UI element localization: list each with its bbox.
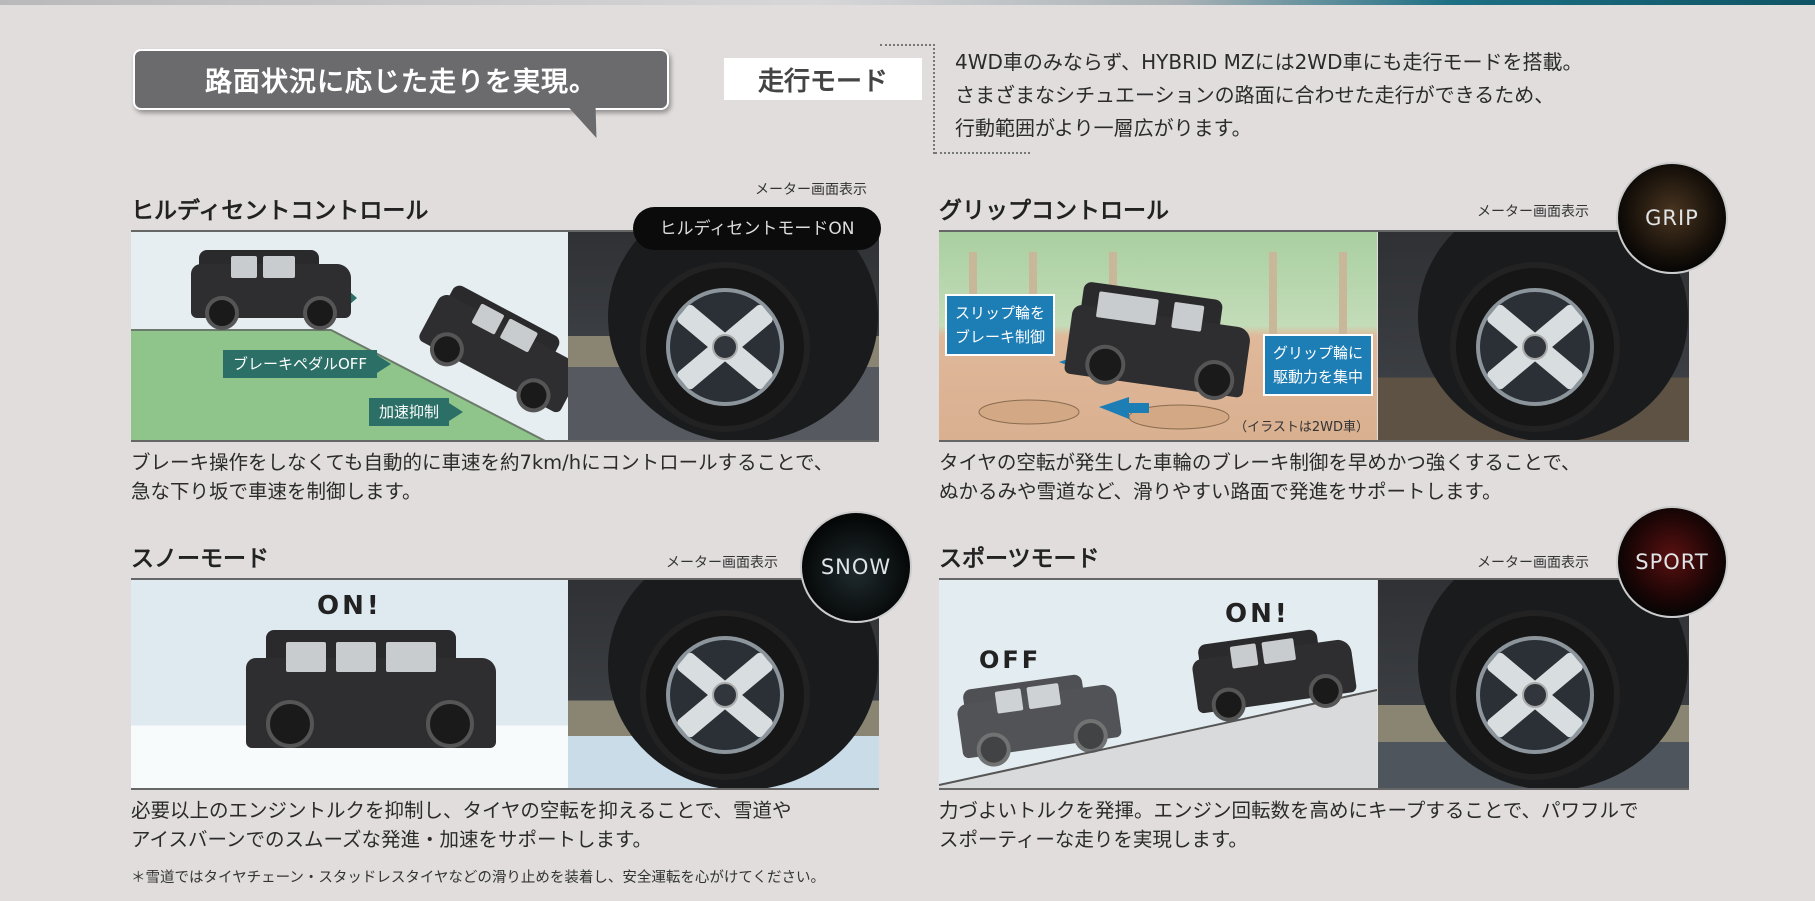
wheel-photo [1378,580,1689,788]
section-title-hill-descent: ヒルディセントコントロール [131,198,429,224]
meter-label: メーター画面表示 [666,555,778,571]
meter-display-hill-descent: ヒルディセントモードON [633,207,881,250]
meter-display-snow: SNOW [800,511,912,623]
description-grip-control: タイヤの空転が発生した車輪のブレーキ制御を早めかつ強くすることで、ぬかるみや雪道… [939,448,1581,506]
panel-sport-mode: ON! OFF [939,578,1689,790]
top-banner-strip [0,0,1815,5]
off-label: OFF [979,646,1042,674]
callout-tail [567,106,611,138]
wheel-photo [568,232,879,440]
panel-grip-control: スリップ輪をブレーキ制御 グリップ輪に駆動力を集中 （イラストは2WD車） [939,230,1689,442]
intro-line: 行動範囲がより一層広がります。 [955,116,1252,140]
illustration-note: （イラストは2WD車） [1234,420,1369,435]
footnote: ＊雪道ではタイヤチェーン・スタッドレスタイヤなどの滑り止めを装着し、安全運転を心… [131,870,825,886]
intro-description: 4WD車のみならず、HYBRID MZには2WD車にも走行モードを搭載。 さまざ… [955,46,1583,145]
description-line: 必要以上のエンジントルクを抑制し、タイヤの空転を抑えることで、雪道や [131,799,792,822]
panel-hill-descent: ブレーキペダルOFF 加速抑制 [131,230,879,442]
tag-grip-wheel-drive: グリップ輪に駆動力を集中 [1262,334,1373,396]
meter-display-grip: GRIP [1616,162,1728,274]
description-line: タイヤの空転が発生した車輪のブレーキ制御を早めかつ強くすることで、 [939,451,1581,474]
meter-display-text: GRIP [1645,206,1699,230]
description-line: アイスバーンでのスムーズな発進・加速をサポートします。 [131,828,653,851]
meter-label: メーター画面表示 [755,182,867,198]
description-line: ぬかるみや雪道など、滑りやすい路面で発進をサポートします。 [939,480,1502,503]
wheel-photo [1378,232,1689,440]
dotted-bracket-bottom [935,152,1030,154]
meter-display-sport: SPORT [1616,506,1728,618]
meter-label: メーター画面表示 [1477,204,1589,220]
meter-label: メーター画面表示 [1477,555,1589,571]
section-title-grip-control: グリップコントロール [939,198,1169,224]
intro-line: さまざまなシチュエーションの路面に合わせた走行ができるため、 [955,83,1555,107]
headline-text: 路面状況に応じた走りを実現。 [205,67,597,98]
description-line: スポーティーな走りを実現します。 [939,828,1248,851]
tag-line: 駆動力を集中 [1272,368,1363,386]
section-title-sport-mode: スポーツモード [939,546,1100,572]
tag-brake-pedal-off: ブレーキペダルOFF [223,350,392,378]
description-hill-descent: ブレーキ操作をしなくても自動的に車速を約7km/hにコントロールすることで、急な… [131,448,833,506]
on-label: ON! [1225,599,1290,629]
meter-display-text: SNOW [820,555,892,579]
description-sport-mode: 力づよいトルクを発揮。エンジン回転数を高めにキープすることで、パワフルでスポーテ… [939,796,1638,854]
car-illustration [246,630,496,748]
tag-line: グリップ輪に [1272,344,1363,362]
illustration-grip-control: スリップ輪をブレーキ制御 グリップ輪に駆動力を集中 （イラストは2WD車） [939,232,1377,440]
tag-acceleration-suppression: 加速抑制 [369,398,464,426]
intro-line: 4WD車のみならず、HYBRID MZには2WD車にも走行モードを搭載。 [955,50,1583,74]
description-line: 力づよいトルクを発揮。エンジン回転数を高めにキープすることで、パワフルで [939,799,1639,822]
meter-display-text: SPORT [1635,550,1709,574]
section-title-snow-mode: スノーモード [131,546,269,572]
description-snow-mode: 必要以上のエンジントルクを抑制し、タイヤの空転を抑えることで、雪道やアイスバーン… [131,796,791,854]
dotted-bracket [880,44,935,154]
illustration-sport-mode: ON! OFF [939,580,1377,788]
arrow-icon [1099,397,1149,419]
description-line: ブレーキ操作をしなくても自動的に車速を約7km/hにコントロールすることで、 [131,451,834,474]
description-line: 急な下り坂で車速を制御します。 [131,480,422,503]
tag-slip-wheel-brake: スリップ輪をブレーキ制御 [945,294,1056,356]
mode-label: 走行モード [757,66,888,97]
illustration-snow-mode: ON! [131,580,569,788]
mode-label-box: 走行モード [724,58,922,100]
meter-display-text: ヒルディセントモードON [659,218,855,239]
tag-line: ブレーキ制御 [955,328,1046,346]
car-illustration [191,250,351,330]
on-label: ON! [317,591,382,621]
illustration-hill-descent: ブレーキペダルOFF 加速抑制 [131,232,569,440]
headline-callout: 路面状況に応じた走りを実現。 [133,49,669,110]
road-slope [939,689,1377,788]
panel-snow-mode: ON! [131,578,879,790]
tag-line: スリップ輪を [955,304,1046,322]
